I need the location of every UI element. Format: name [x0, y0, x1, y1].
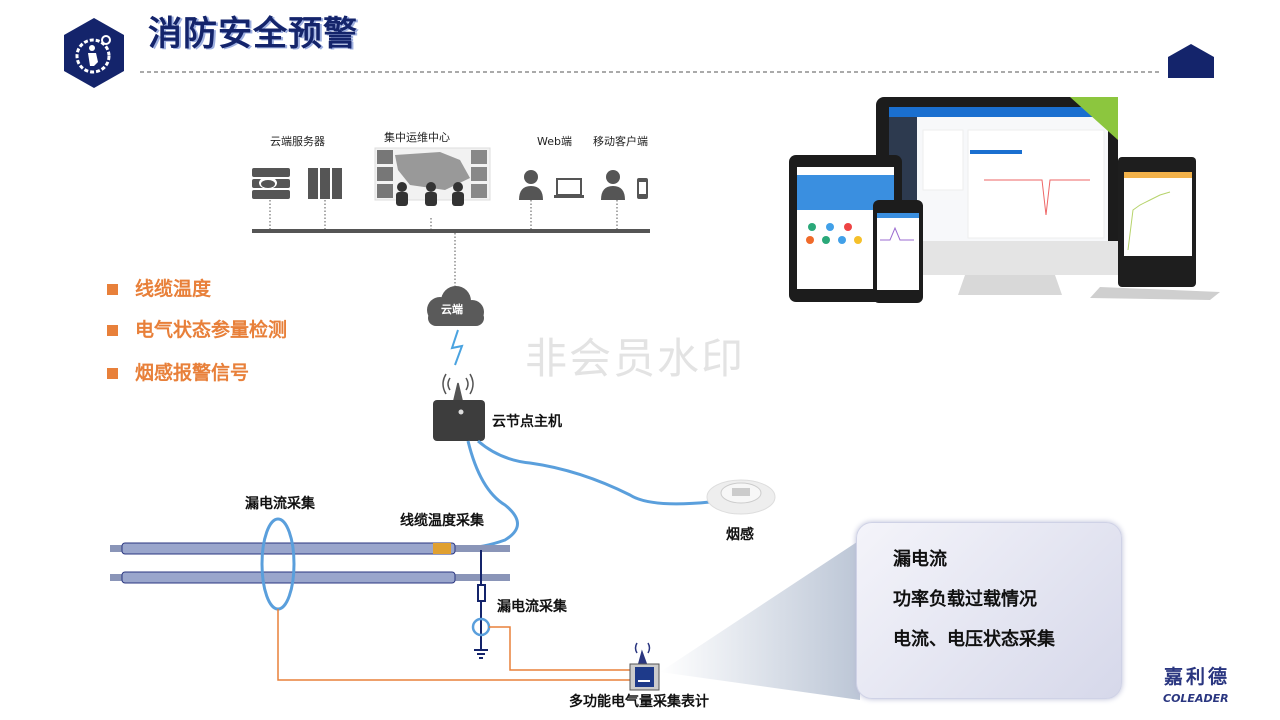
cloud-server-icon: [252, 168, 290, 199]
fire-safety-logo-icon: [64, 18, 124, 88]
corner-hexagon: [1168, 44, 1214, 78]
leak-main-label: 漏电流采集: [245, 496, 315, 512]
bullet-item: 烟感报警信号: [107, 362, 249, 384]
electric-meter-icon: [629, 663, 660, 691]
callout-box: 漏电流 功率负载过载情况 电流、电压状态采集: [856, 522, 1122, 699]
web-user-icon: [519, 170, 543, 200]
host-antenna-icon: [442, 373, 474, 401]
laptop-icon: [554, 178, 584, 198]
page-title: 消防安全预警: [148, 14, 358, 54]
mobile-user-icon: [601, 170, 625, 200]
network-bus: [252, 229, 650, 233]
cloud-label: 云端: [441, 303, 463, 316]
leak-ground-label: 漏电流采集: [497, 599, 567, 615]
brand-logo-en: COLEADER: [1163, 692, 1229, 705]
mobile-label: 移动客户端: [593, 135, 648, 148]
wireless-link-icon: [450, 329, 464, 366]
leakage-ct-ring: [260, 517, 296, 611]
server-rack-icon: [308, 168, 342, 199]
cloud-node-host-icon: [433, 400, 485, 441]
smartphone-icon: [637, 178, 648, 199]
bullet-square-icon: [107, 283, 118, 295]
ops-center-icon: [374, 147, 491, 206]
bullet-item: 线缆温度: [107, 278, 211, 300]
ground-icon: [474, 649, 488, 659]
cloud-icon: [427, 286, 484, 326]
brand-logo-cn: 嘉利德: [1164, 666, 1231, 688]
watermark: 非会员水印: [525, 334, 746, 383]
smoke-detector-icon: [706, 479, 776, 515]
bullet-square-icon: [107, 367, 118, 379]
smoke-label: 烟感: [726, 527, 754, 543]
resistor-icon: [477, 584, 486, 602]
power-cables: [110, 542, 510, 584]
bullet-item: 电气状态参量检测: [107, 319, 287, 341]
web-label: Web端: [537, 135, 572, 148]
callout-item: 电流、电压状态采集: [893, 629, 1055, 650]
host-to-smoke-wire: [477, 439, 711, 506]
host-label: 云节点主机: [492, 414, 562, 430]
cloud-server-label: 云端服务器: [270, 135, 325, 148]
meter-label: 多功能电气量采集表计: [569, 694, 709, 710]
devices-showcase-image: [789, 97, 1220, 303]
temperature-sensor-icon: [433, 543, 451, 554]
callout-item: 功率负载过载情况: [893, 589, 1037, 610]
bullet-square-icon: [107, 324, 118, 336]
callout-item: 漏电流: [893, 549, 947, 570]
ops-center-label: 集中运维中心: [384, 131, 450, 144]
meter-antenna-icon: [634, 642, 651, 664]
callout-beam: [660, 540, 860, 700]
cable-temp-label: 线缆温度采集: [400, 513, 484, 529]
